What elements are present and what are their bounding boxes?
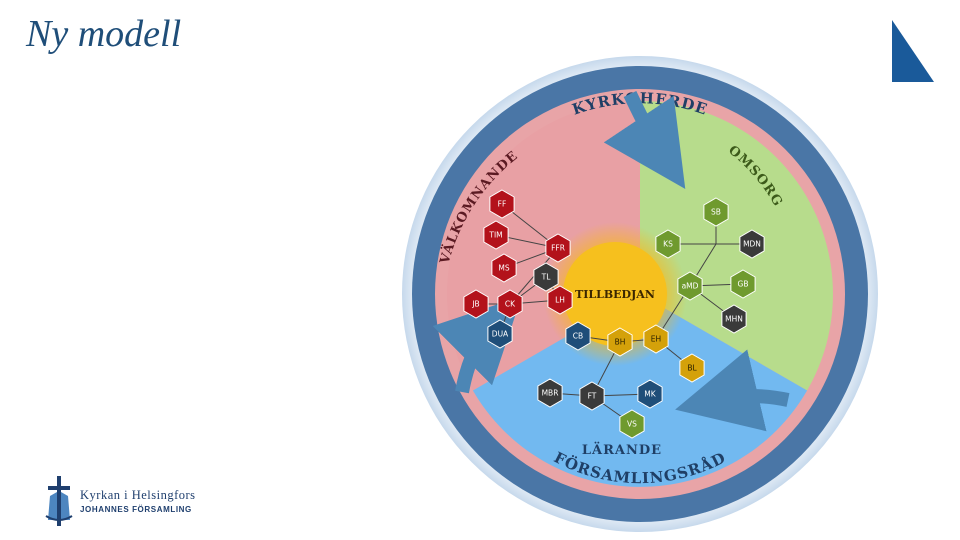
node-label: LH	[555, 296, 565, 305]
node-label: MK	[644, 390, 656, 399]
node-jb: JB	[463, 289, 489, 319]
node-hexagon	[497, 289, 523, 319]
node-lh: LH	[547, 285, 573, 315]
node-ck: CK	[497, 289, 523, 319]
node-layer: FF TIM MS FFR JB CK TL DUA LH SB KS MDN aMD GB MHN CB BH…	[463, 189, 765, 439]
node-hexagon	[721, 304, 747, 334]
node-label: JB	[471, 300, 479, 309]
node-bl: BL	[679, 353, 705, 383]
node-hexagon	[679, 353, 705, 383]
node-mdn: MDN	[739, 229, 765, 259]
node-hexagon	[739, 229, 765, 259]
larande-label: LÄRANDE	[582, 442, 662, 458]
node-mk: MK	[637, 379, 663, 409]
node-eh: EH	[643, 324, 669, 354]
node-hexagon	[703, 197, 729, 227]
node-ffr: FFR	[545, 233, 571, 263]
node-hexagon	[637, 379, 663, 409]
node-tl: TL	[533, 262, 559, 292]
node-label: TIM	[488, 231, 502, 240]
node-label: DUA	[492, 330, 509, 339]
node-hexagon	[545, 233, 571, 263]
node-hexagon	[730, 269, 756, 299]
logo-name: Kyrkan i Helsingfors	[80, 488, 196, 502]
node-bh: BH	[607, 327, 633, 357]
node-hexagon	[677, 271, 703, 301]
node-label: CK	[505, 300, 516, 309]
node-hexagon	[533, 262, 559, 292]
sector-care	[640, 101, 833, 391]
node-dua: DUA	[487, 319, 513, 349]
node-mhn: MHN	[721, 304, 747, 334]
node-hexagon	[487, 319, 513, 349]
church-logo: Kyrkan i Helsingfors JOHANNES FÖRSAMLING	[44, 476, 196, 526]
node-cb: CB	[565, 321, 591, 351]
arrow-top	[603, 90, 686, 189]
organization-diagram: KYRKOHERDE FÖRSAMLINGSRÅD VÄLKOMNANDE OM…	[402, 56, 878, 532]
node-hexagon	[463, 289, 489, 319]
node-label: FFR	[551, 244, 565, 253]
node-hexagon	[537, 378, 563, 408]
node-mbr: MBR	[537, 378, 563, 408]
node-gb: GB	[730, 269, 756, 299]
node-label: EH	[651, 335, 661, 344]
node-hexagon	[565, 321, 591, 351]
node-label: FF	[498, 200, 507, 209]
slide-title: Ny modell	[26, 13, 182, 55]
center-circle	[563, 242, 667, 346]
node-ks: KS	[655, 229, 681, 259]
node-hexagon	[547, 285, 573, 315]
node-label: MDN	[743, 240, 761, 249]
node-label: TL	[541, 273, 552, 282]
node-label: BH	[615, 338, 626, 347]
node-label: BL	[687, 364, 697, 373]
node-hexagon	[619, 409, 645, 439]
node-sb: SB	[703, 197, 729, 227]
node-hexagon	[491, 253, 517, 283]
node-ff: FF	[489, 189, 515, 219]
logo-parish: JOHANNES FÖRSAMLING	[80, 505, 192, 514]
node-label: VS	[627, 420, 637, 429]
node-hexagon	[643, 324, 669, 354]
church-emblem-icon	[45, 476, 73, 526]
node-tim: TIM	[483, 220, 509, 250]
arrow-right	[675, 349, 790, 432]
node-hexagon	[655, 229, 681, 259]
node-label: MHN	[725, 315, 743, 324]
node-label: CB	[573, 332, 583, 341]
node-label: KS	[663, 240, 673, 249]
node-hexagon	[483, 220, 509, 250]
node-label: MS	[498, 264, 509, 273]
tillbedjan-label: TILLBEDJAN	[575, 288, 655, 301]
node-label: MBR	[542, 389, 559, 398]
node-hexagon	[607, 327, 633, 357]
node-amd: aMD	[677, 271, 703, 301]
node-ms: MS	[491, 253, 517, 283]
node-ft: FT	[579, 381, 605, 411]
corner-triangle-logo	[892, 20, 934, 82]
node-label: GB	[738, 280, 749, 289]
node-hexagon	[489, 189, 515, 219]
node-hexagon	[579, 381, 605, 411]
node-label: aMD	[682, 282, 699, 291]
node-vs: VS	[619, 409, 645, 439]
node-label: FT	[588, 392, 597, 401]
node-label: SB	[711, 208, 721, 217]
